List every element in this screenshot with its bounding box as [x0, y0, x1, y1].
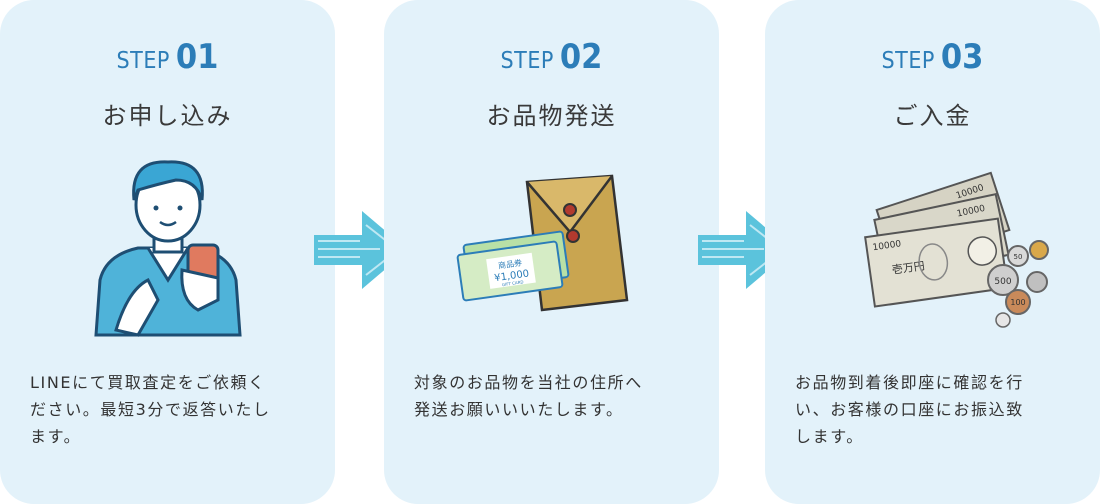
step-title: ご入金: [893, 102, 972, 130]
svg-text:10000: 10000: [872, 239, 902, 253]
gift-voucher-icon: 商品券 ¥1,000 GIFT CARD: [456, 230, 569, 302]
svg-text:100: 100: [1010, 298, 1025, 307]
shipping-illustration: 商品券 ¥1,000 GIFT CARD: [384, 150, 719, 340]
money-illustration: 10000 10000 10000 壱万円 500 100: [765, 150, 1100, 340]
banknotes-icon: 10000 10000 10000 壱万円: [863, 171, 1011, 308]
step-description: お品物到着後即座に確認を行 い、お客様の口座にお振込致 します。: [795, 373, 1024, 446]
coins-icon: 500 100 50: [986, 240, 1049, 328]
voucher-sub: GIFT CARD: [501, 279, 523, 287]
svg-text:50: 50: [1013, 253, 1022, 261]
svg-text:500: 500: [994, 277, 1011, 287]
voucher-amount: ¥1,000: [493, 268, 529, 284]
step-description: LINEにて買取査定をご依頼く ださい。最短3分で返答いたし ます。: [30, 373, 271, 446]
step-description: 対象のお品物を当社の住所へ 発送お願いいいたします。: [414, 373, 643, 419]
step-title: お申し込み: [102, 102, 233, 130]
voucher-label: 商品券: [497, 257, 522, 270]
svg-text:壱万円: 壱万円: [890, 258, 925, 276]
person-phone-illustration: [0, 150, 335, 340]
step-title: お品物発送: [486, 102, 617, 130]
